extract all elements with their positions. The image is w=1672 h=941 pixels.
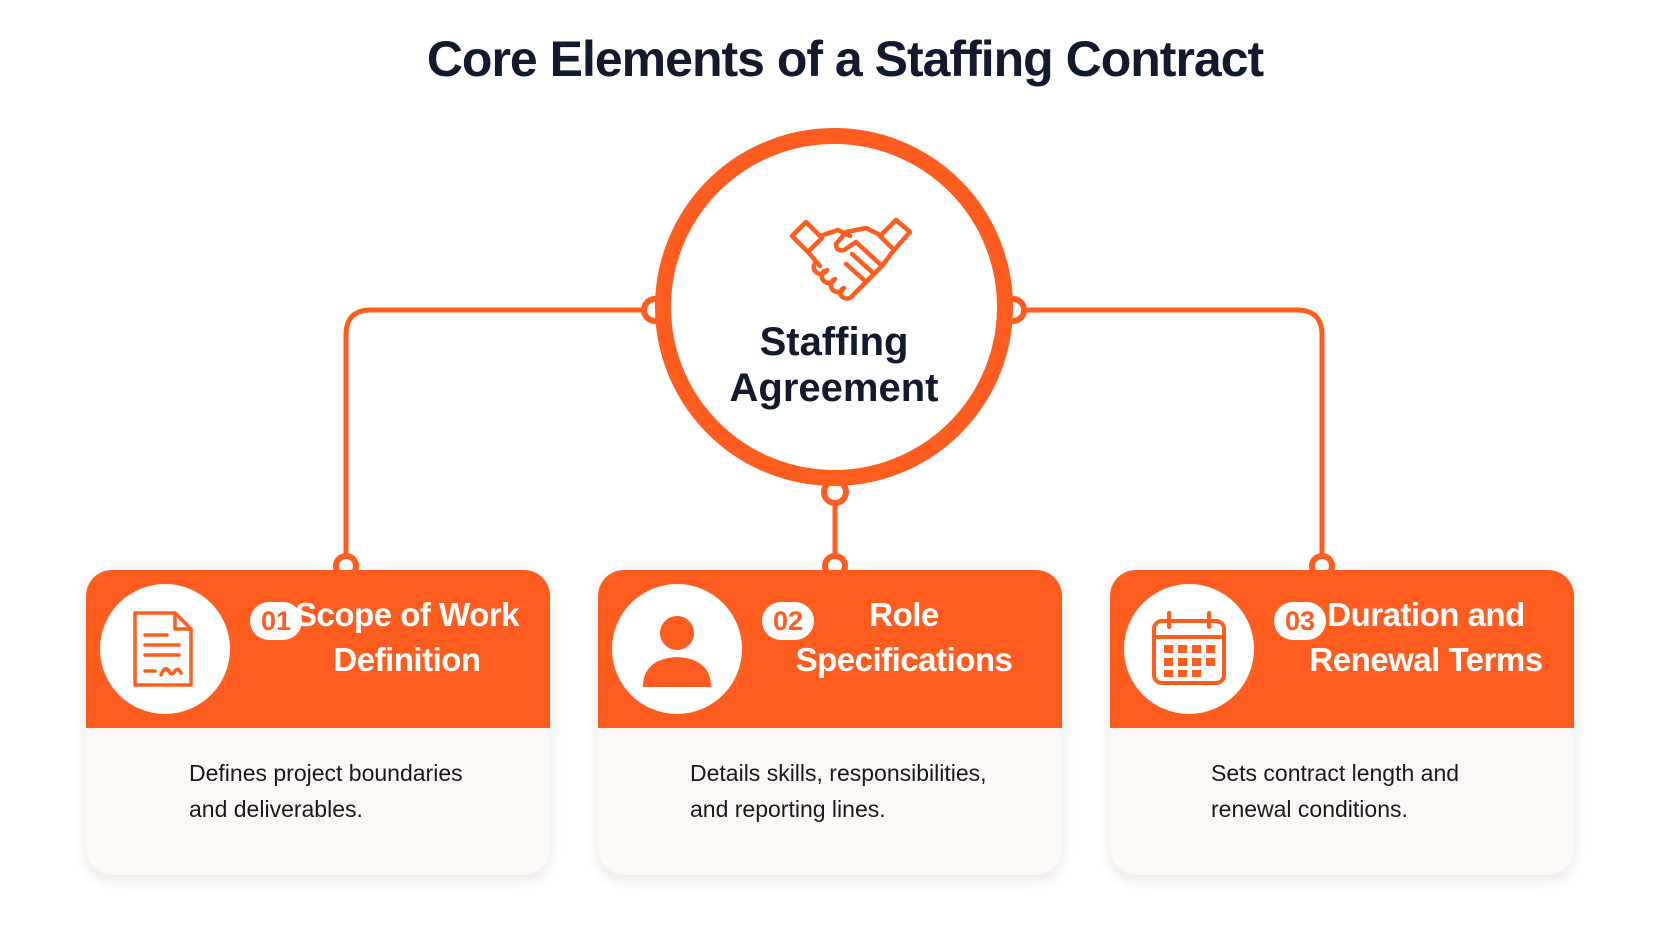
step-number-badge: 01 (250, 602, 302, 640)
card-title: Duration and Renewal Terms (1309, 596, 1543, 678)
diagram-title: Core Elements of a Staffing Contract (426, 31, 1264, 87)
connector-right (1013, 307, 1325, 566)
card-duration-and-renewal: 03 Duration and Renewal Terms Sets contr… (1110, 570, 1574, 875)
connector-left (343, 307, 655, 566)
step-number-badge: 03 (1274, 602, 1326, 640)
card-icon-badge (1110, 570, 1268, 728)
handshake-icon (789, 217, 913, 301)
step-number-badge: 02 (762, 602, 814, 640)
card-title: Role Specifications (795, 596, 1013, 678)
card-description: Sets contract length and renewal conditi… (1211, 760, 1460, 822)
card-description: Defines project boundaries and deliverab… (189, 760, 463, 822)
hub-circle: Staffing Agreement (655, 128, 1013, 486)
calendar-icon (1152, 611, 1226, 685)
card-icon-badge (86, 570, 244, 728)
card-role-specifications: 02 Role Specifications Details skills, r… (598, 570, 1062, 875)
signed-document-icon (133, 611, 193, 687)
card-scope-of-work: 01 Scope of Work Definition Defines proj… (86, 570, 550, 875)
card-title: Scope of Work Definition (295, 596, 519, 678)
card-description: Details skills, responsibilities, and re… (690, 760, 987, 822)
hub-label: Staffing Agreement (729, 320, 939, 410)
card-icon-badge (598, 570, 756, 728)
person-icon (643, 616, 711, 687)
